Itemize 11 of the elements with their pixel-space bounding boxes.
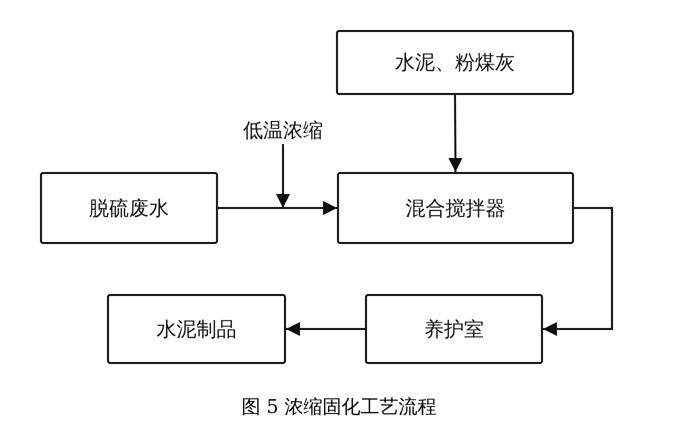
arrow <box>543 207 613 336</box>
figure-caption: 图 5 浓缩固化工艺流程 <box>241 396 437 418</box>
process-box: 水泥、粉煤灰 <box>336 30 574 95</box>
process-box: 脱硫废水 <box>40 172 218 244</box>
annotation-text: 低温浓缩 <box>236 116 330 144</box>
process-box: 水泥制品 <box>107 294 286 364</box>
process-box: 混合搅拌器 <box>337 172 574 244</box>
arrow <box>448 95 462 172</box>
process-box: 养护室 <box>365 294 543 364</box>
arrow <box>286 322 365 336</box>
arrow <box>276 143 337 215</box>
